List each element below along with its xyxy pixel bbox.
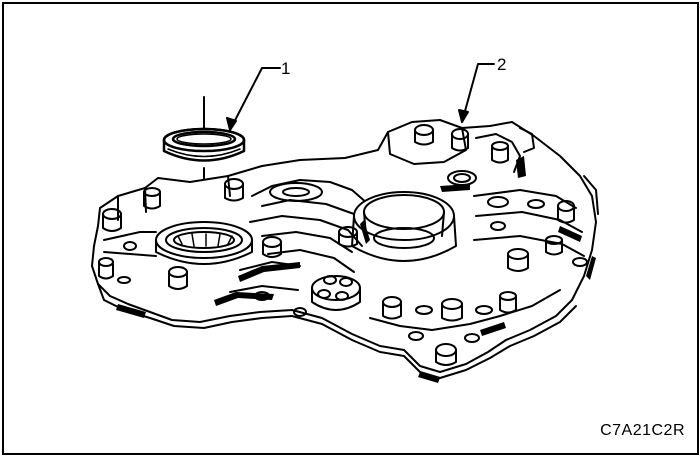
seal-ring <box>162 127 246 162</box>
leader-line-1 <box>229 67 281 131</box>
leader-lines <box>226 63 495 131</box>
figure-code: C7A21C2R <box>600 422 685 439</box>
housing-body <box>91 119 599 379</box>
leader-arrow-2 <box>458 109 469 123</box>
leader-arrow-1 <box>226 117 237 131</box>
housing-shadows <box>116 156 596 383</box>
leader-line-2 <box>461 63 495 123</box>
callout-label-1: 1 <box>281 59 291 78</box>
callout-label-2: 2 <box>497 55 507 74</box>
